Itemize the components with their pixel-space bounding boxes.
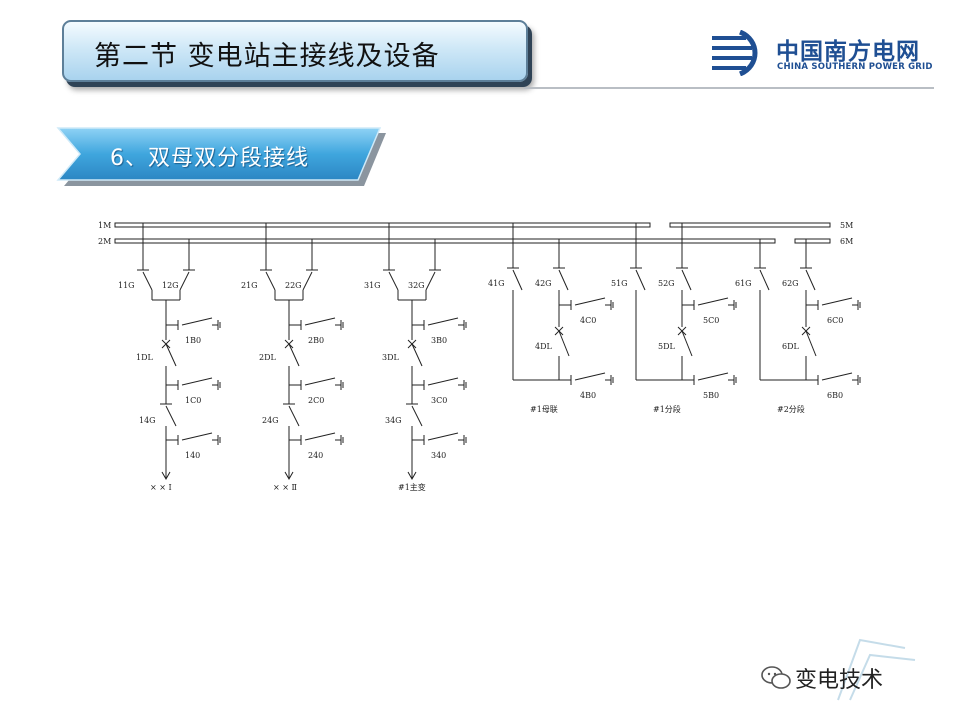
label-11g: 11G (118, 281, 135, 290)
bay-name-5: #1分段 (653, 404, 681, 414)
label-2c0: 2C0 (308, 396, 324, 405)
outlet-label-1: × × Ⅰ (150, 483, 172, 492)
slide-title-box: 第二节 变电站主接线及设备 (62, 20, 528, 82)
watermark-text: 变电技术 (795, 668, 884, 693)
logo-chinese-text: 中国南方电网 (776, 39, 920, 65)
grid-logo-icon (712, 29, 758, 77)
bay-name-4: #1母联 (530, 405, 558, 414)
label-52g: 52G (658, 279, 675, 288)
label-6c0: 6C0 (827, 316, 843, 325)
chat-bubble-icon (761, 666, 791, 689)
feeder-bay-2 (260, 223, 344, 481)
label-6dl: 6DL (782, 342, 800, 351)
label-140: 140 (185, 451, 200, 460)
label-24g: 24G (262, 416, 279, 425)
label-41g: 41G (488, 279, 505, 288)
label-1dl: 1DL (136, 353, 154, 362)
label-31g: 31G (364, 281, 381, 290)
bus-coupler-bay (507, 223, 614, 385)
label-340: 340 (431, 451, 446, 460)
section-banner (56, 127, 382, 181)
corner-decoration (837, 638, 916, 701)
bus-section-bay-1 (630, 223, 737, 385)
label-4b0: 4B0 (580, 391, 596, 400)
bus-label-5m: 5M (840, 221, 853, 230)
outlet-label-2: × × Ⅱ (273, 483, 297, 492)
section-title: 6、双母双分段接线 (110, 146, 309, 171)
label-240: 240 (308, 451, 323, 460)
label-5c0: 5C0 (703, 316, 719, 325)
feeder-bay-3 (383, 223, 467, 481)
label-34g: 34G (385, 416, 402, 425)
label-61g: 61G (735, 279, 752, 288)
label-62g: 62G (782, 279, 799, 288)
bus-bars (114, 222, 831, 244)
label-4c0: 4C0 (580, 316, 596, 325)
label-3c0: 3C0 (431, 396, 447, 405)
label-5b0: 5B0 (703, 391, 719, 400)
slide-title: 第二节 变电站主接线及设备 (94, 41, 440, 72)
label-12g: 12G (162, 281, 179, 290)
label-4dl: 4DL (535, 342, 553, 351)
label-2dl: 2DL (259, 353, 277, 362)
outlet-label-3: #1主变 (398, 482, 426, 492)
header-divider (524, 87, 934, 89)
company-logo: 中国南方电网 CHINA SOUTHERN POWER GRID (710, 29, 950, 78)
label-51g: 51G (611, 279, 628, 288)
bay-name-6: #2分段 (777, 404, 805, 414)
label-21g: 21G (241, 281, 258, 290)
bus-section-bay-2 (754, 239, 861, 385)
label-2b0: 2B0 (308, 336, 324, 345)
label-42g: 42G (535, 279, 552, 288)
bus-label-6m: 6M (840, 237, 853, 246)
label-6b0: 6B0 (827, 391, 843, 400)
feeder-bay-1 (137, 223, 221, 481)
bus-label-2m: 2M (98, 237, 111, 246)
label-3b0: 3B0 (431, 336, 447, 345)
label-5dl: 5DL (658, 342, 676, 351)
label-22g: 22G (285, 281, 302, 290)
label-1b0: 1B0 (185, 336, 201, 345)
label-32g: 32G (408, 281, 425, 290)
label-1c0: 1C0 (185, 396, 201, 405)
label-14g: 14G (139, 416, 156, 425)
label-3dl: 3DL (382, 353, 400, 362)
bus-label-1m: 1M (98, 221, 111, 230)
logo-english-text: CHINA SOUTHERN POWER GRID (777, 62, 933, 72)
